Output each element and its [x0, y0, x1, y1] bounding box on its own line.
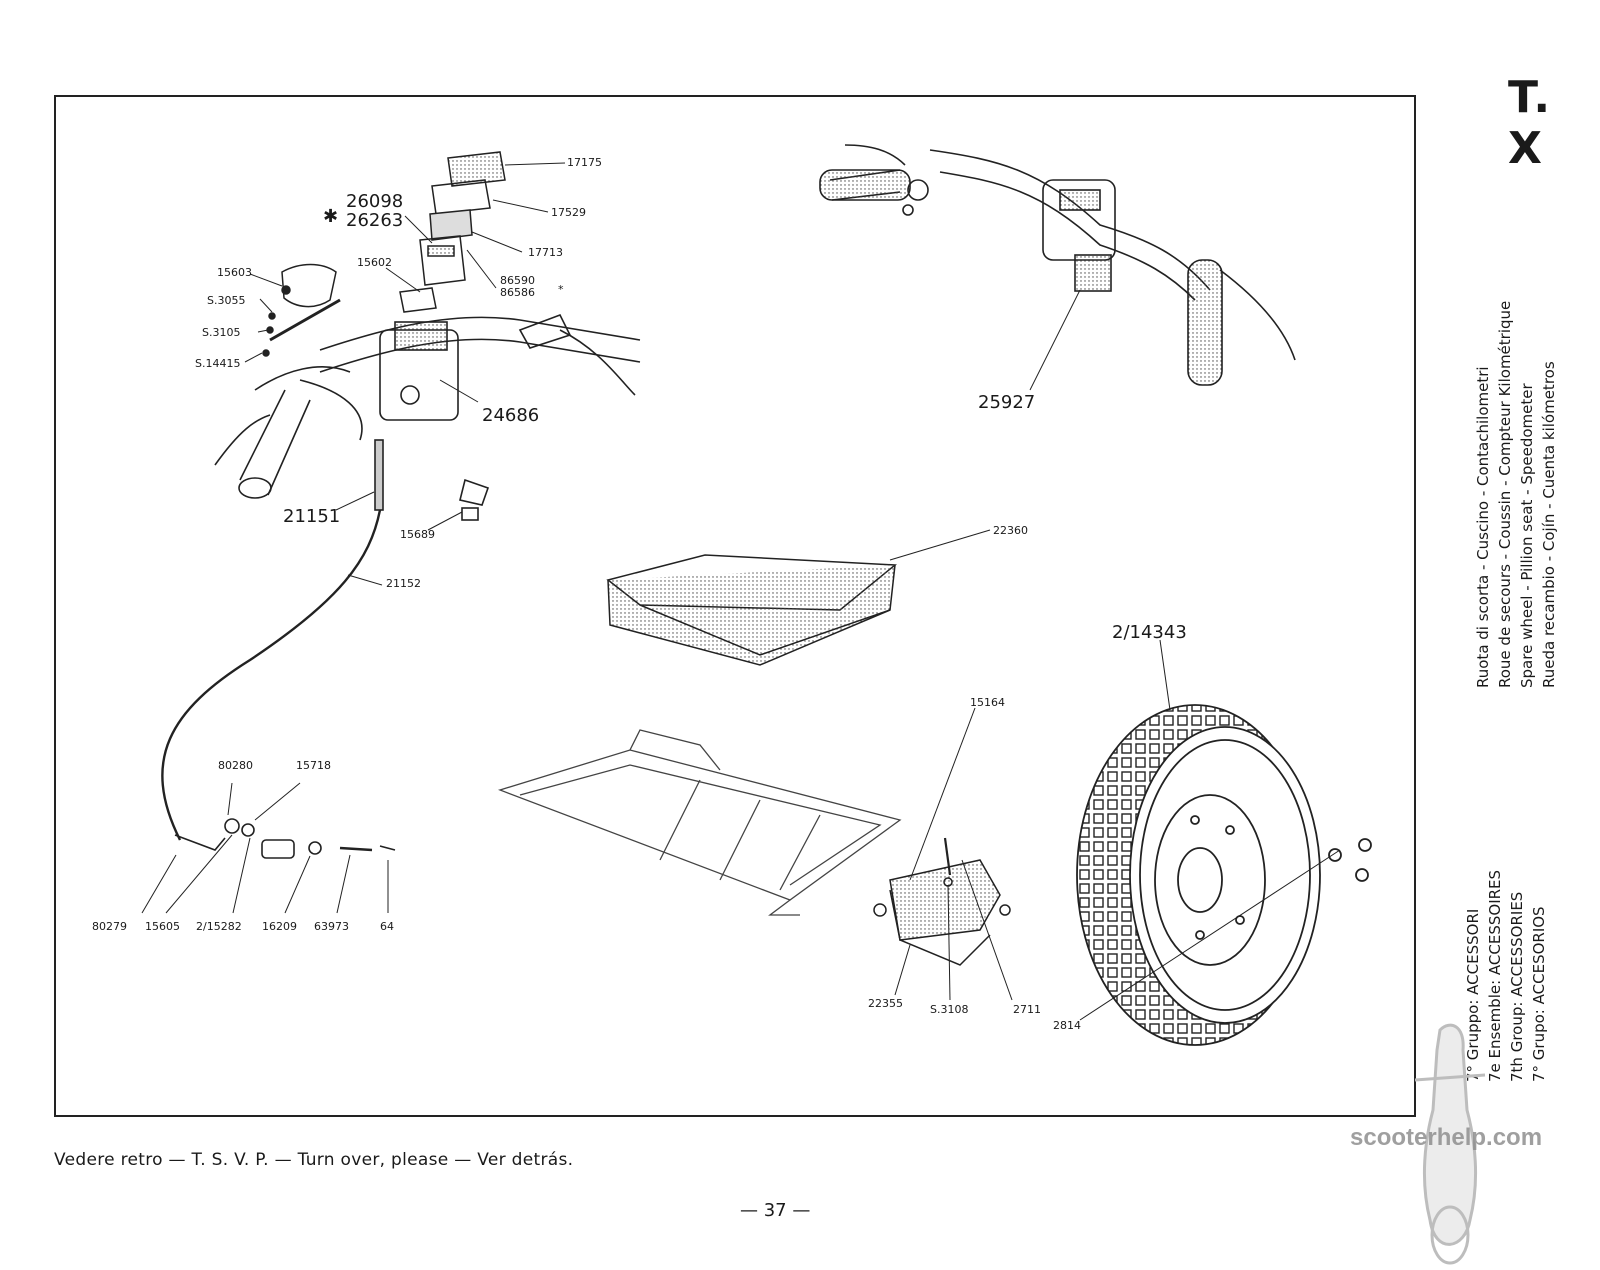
part-label-S14415: S.14415 [195, 357, 240, 370]
speedometer-parts-drawing [262, 151, 506, 357]
part-label-2711: 2711 [1013, 1003, 1041, 1016]
part-label-15718: 15718 [296, 759, 331, 772]
part-label-64: 64 [380, 920, 394, 933]
contents-line-it: Ruota di scorta - Cuscino - Contachilome… [1474, 366, 1492, 688]
part-label-16209: 16209 [262, 920, 297, 933]
part-label-S3108: S.3108 [930, 1003, 968, 1016]
handlebar-right-drawing [819, 144, 1296, 386]
part-label-S3055: S.3055 [207, 294, 245, 307]
group-line-en: 7th Group: ACCESSORIES [1508, 891, 1526, 1082]
carrier-rack-drawing [497, 729, 902, 916]
part-label-21151: 21151 [283, 506, 340, 527]
part-label-S3105: S.3105 [202, 326, 240, 339]
part-label-2814: 2814 [1053, 1019, 1081, 1032]
part-label-15602: 15602 [357, 256, 392, 269]
part-label-15689: 15689 [400, 528, 435, 541]
handlebar-left-drawing [214, 313, 641, 499]
part-label-86586: 86586 [500, 286, 535, 299]
part-label-86590: 86590 [500, 274, 535, 287]
part-label-22355: 22355 [868, 997, 903, 1010]
diagram-frame [54, 95, 1416, 1117]
pillion-seat-drawing [606, 554, 897, 666]
group-line-es: 7° Grupo: ACCESORIOS [1530, 906, 1548, 1082]
part-label-25927: 25927 [978, 392, 1035, 413]
spare-wheel-drawing [1076, 704, 1372, 1046]
scooter-watermark-icon [1414, 1023, 1486, 1265]
part-label-22360: 22360 [993, 524, 1028, 537]
part-label-80279: 80279 [92, 920, 127, 933]
mounting-bracket-drawing [873, 837, 1011, 966]
part-labels: 17175 17529 17713 26098 26263 ✱ 86590 86… [92, 156, 1187, 1032]
part-label-63973: 63973 [314, 920, 349, 933]
contents-line-fr: Roue de secours - Coussin - Compteur Kil… [1496, 300, 1514, 688]
part-label-15603: 15603 [217, 266, 252, 279]
contents-line-es: Rueda recambio - Cojín - Cuenta kilómetr… [1540, 361, 1558, 688]
part-label-26098: 26098 [346, 191, 403, 212]
part-label-17713: 17713 [528, 246, 563, 259]
part-label-17529: 17529 [551, 206, 586, 219]
watermark-text: scooterhelp.com [1350, 1124, 1543, 1151]
part-label-80280: 80280 [218, 759, 253, 772]
part-label-21152: 21152 [386, 577, 421, 590]
contents-line-en: Spare wheel - Pillion seat - Speedometer [1518, 383, 1536, 688]
contents-description: Ruota di scorta - Cuscino - Contachilome… [1472, 301, 1560, 688]
part-label-26263: 26263 [346, 210, 403, 231]
model-code: T. X [1508, 72, 1553, 174]
page-number: — 37 — [740, 1200, 811, 1221]
asterisk-mark: ✱ [323, 206, 338, 227]
part-label-17175: 17175 [567, 156, 602, 169]
small-asterisk-mark: * [558, 283, 564, 296]
part-label-15605: 15605 [145, 920, 180, 933]
speedometer-cable-drawing [161, 439, 490, 859]
part-label-24686: 24686 [482, 405, 539, 426]
leader-lines [141, 162, 1341, 1021]
part-label-15164: 15164 [970, 696, 1005, 709]
part-label-2-15282: 2/15282 [196, 920, 242, 933]
footer-note: Vedere retro — T. S. V. P. — Turn over, … [54, 1150, 574, 1170]
part-label-2-14343: 2/14343 [1112, 622, 1187, 643]
